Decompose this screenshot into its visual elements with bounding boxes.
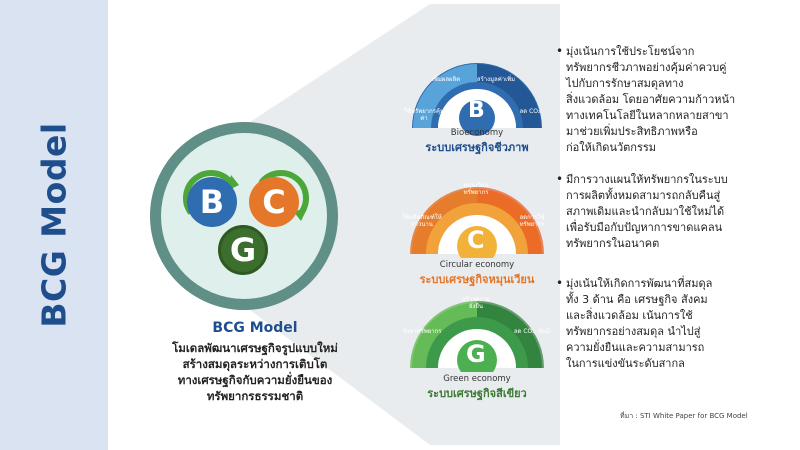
- bullet-line: มาช่วยเพิ่มประสิทธิภาพหรือ: [566, 125, 698, 138]
- caption-line: ทรัพยากรธรรมชาติ: [206, 389, 304, 403]
- panel-c-letter: C: [467, 226, 485, 254]
- side-band: [0, 0, 108, 450]
- bullet-dot-icon: •: [556, 276, 564, 290]
- caption-line: ทางเศรษฐกิจกับความยั่งยืนของ: [177, 373, 333, 387]
- panel-c-th: ระบบเศรษฐกิจหมุนเวียน: [419, 273, 535, 286]
- caption-title: BCG Model: [212, 320, 298, 336]
- panel-bioeconomy: B เพิ่มผลผลิต สร้างมูลค่าเพิ่ม ใช้ทรัพยา…: [398, 8, 556, 154]
- letter-b-ball: B: [187, 177, 237, 227]
- circular-gauge: [410, 187, 544, 258]
- segment-label: หมุนเวียนทรัพยากร: [463, 182, 489, 196]
- letter-c-ball: C: [249, 177, 299, 227]
- bullet-line: ก่อให้เกิดนวัตกรรม: [566, 141, 657, 154]
- bullet-line: มุ่งเน้นการใช้ประโยชน์จาก: [566, 45, 695, 58]
- caption-line: สร้างสมดุลระหว่างการเติบโต: [182, 357, 328, 371]
- bullet-dot-icon: •: [556, 172, 564, 186]
- bullet-line: ไปกับการรักษาสมดุลทาง: [566, 77, 684, 90]
- bullet-line: ทรัพยากรชีวภาพอย่างคุ้มค่าควบคู่: [566, 61, 727, 74]
- bullet-line: ทรัพยากรในอนาคต: [566, 237, 660, 250]
- bullet-line: สิ่งแวดล้อม โดยอาศัยความก้าวหน้า: [566, 93, 736, 106]
- bullet-line: ทางเทคโนโลยีในหลากหลายสาขา: [566, 109, 729, 122]
- bcg-circle: B C G: [150, 122, 338, 310]
- bullet-line: ความยั่งยืนและความสามารถ: [566, 341, 705, 354]
- bullet-dot-icon: •: [556, 44, 564, 58]
- segment-label: ใช้ผลิตภัณฑ์ให้ยาวนาน: [402, 214, 442, 228]
- segment-label: ใช้ทรัพยากรคุ้มค่า: [404, 108, 444, 122]
- segment-label: รักษาทรัพยากร: [402, 328, 442, 335]
- bullet-green: • มุ่งเน้นให้เกิดการพัฒนาที่สมดุล ทั้ง 3…: [556, 276, 798, 372]
- bcg-caption: BCG Model โมเดลพัฒนาเศรษฐกิจรูปแบบใหม่ ส…: [150, 320, 360, 404]
- source-note: ที่มา : STI White Paper for BCG Model: [620, 412, 748, 420]
- panel-g-letter: G: [466, 340, 486, 368]
- panel-green: G สร้างความยั่งยืน รักษาทรัพยากร ลด CO₂,…: [398, 282, 556, 422]
- bullet-bioeconomy: • มุ่งเน้นการใช้ประโยชน์จาก ทรัพยากรชีวภ…: [556, 44, 798, 156]
- caption-line: โมเดลพัฒนาเศรษฐกิจรูปแบบใหม่: [172, 341, 338, 355]
- segment-label: เพิ่มผลผลิต: [431, 76, 461, 83]
- panel-circular: C หมุนเวียนทรัพยากร ใช้ผลิตภัณฑ์ให้ยาวนา…: [398, 168, 556, 308]
- panel-b-th: ระบบเศรษฐกิจชีวภาพ: [425, 141, 529, 154]
- bullet-line: สภาพเดิมและนำกลับมาใช้ใหม่ได้: [566, 205, 725, 218]
- bullet-line: และสิ่งแวดล้อม เน้นการใช้: [566, 309, 693, 322]
- panel-c-en: Circular economy: [439, 260, 515, 270]
- bcg-circle-inner: B C G: [161, 133, 327, 299]
- bullet-line: ทรัพยากรอย่างสมดุล นำไปสู่: [566, 325, 701, 338]
- bullet-line: มุ่งเน้นให้เกิดการพัฒนาที่สมดุล: [566, 277, 713, 290]
- panel-b-letter: B: [468, 98, 485, 123]
- bullet-line: การผลิตทั้งหมดสามารถกลับคืนสู่: [566, 189, 721, 202]
- panel-g-th: ระบบเศรษฐกิจสีเขียว: [427, 387, 527, 400]
- letter-g-ball: G: [218, 225, 268, 275]
- green-gauge: [410, 301, 544, 372]
- bullet-line: เพื่อรับมือกับปัญหาการขาดแคลน: [566, 221, 723, 234]
- bullet-line: ทั้ง 3 ด้าน คือ เศรษฐกิจ สังคม: [566, 293, 708, 306]
- panel-b-en: Bioeconomy: [450, 128, 504, 138]
- segment-label: ลด CO₂, N₂O: [513, 328, 551, 335]
- segment-label: สร้างความยั่งยืน: [462, 296, 490, 310]
- bullet-line: มีการวางแผนให้ทรัพยากรในระบบ: [566, 173, 728, 186]
- segment-label: สร้างมูลค่าเพิ่ม: [476, 76, 516, 83]
- segment-label: ลดการใช้ทรัพยากร: [519, 214, 545, 228]
- segment-label: ลด CO₂: [519, 108, 541, 115]
- bullet-circular: • มีการวางแผนให้ทรัพยากรในระบบ การผลิตทั…: [556, 172, 798, 252]
- panel-g-en: Green economy: [443, 374, 511, 384]
- bioeconomy-gauge: [412, 63, 542, 136]
- bullet-line: ในการแข่งขันระดับสากล: [566, 357, 685, 370]
